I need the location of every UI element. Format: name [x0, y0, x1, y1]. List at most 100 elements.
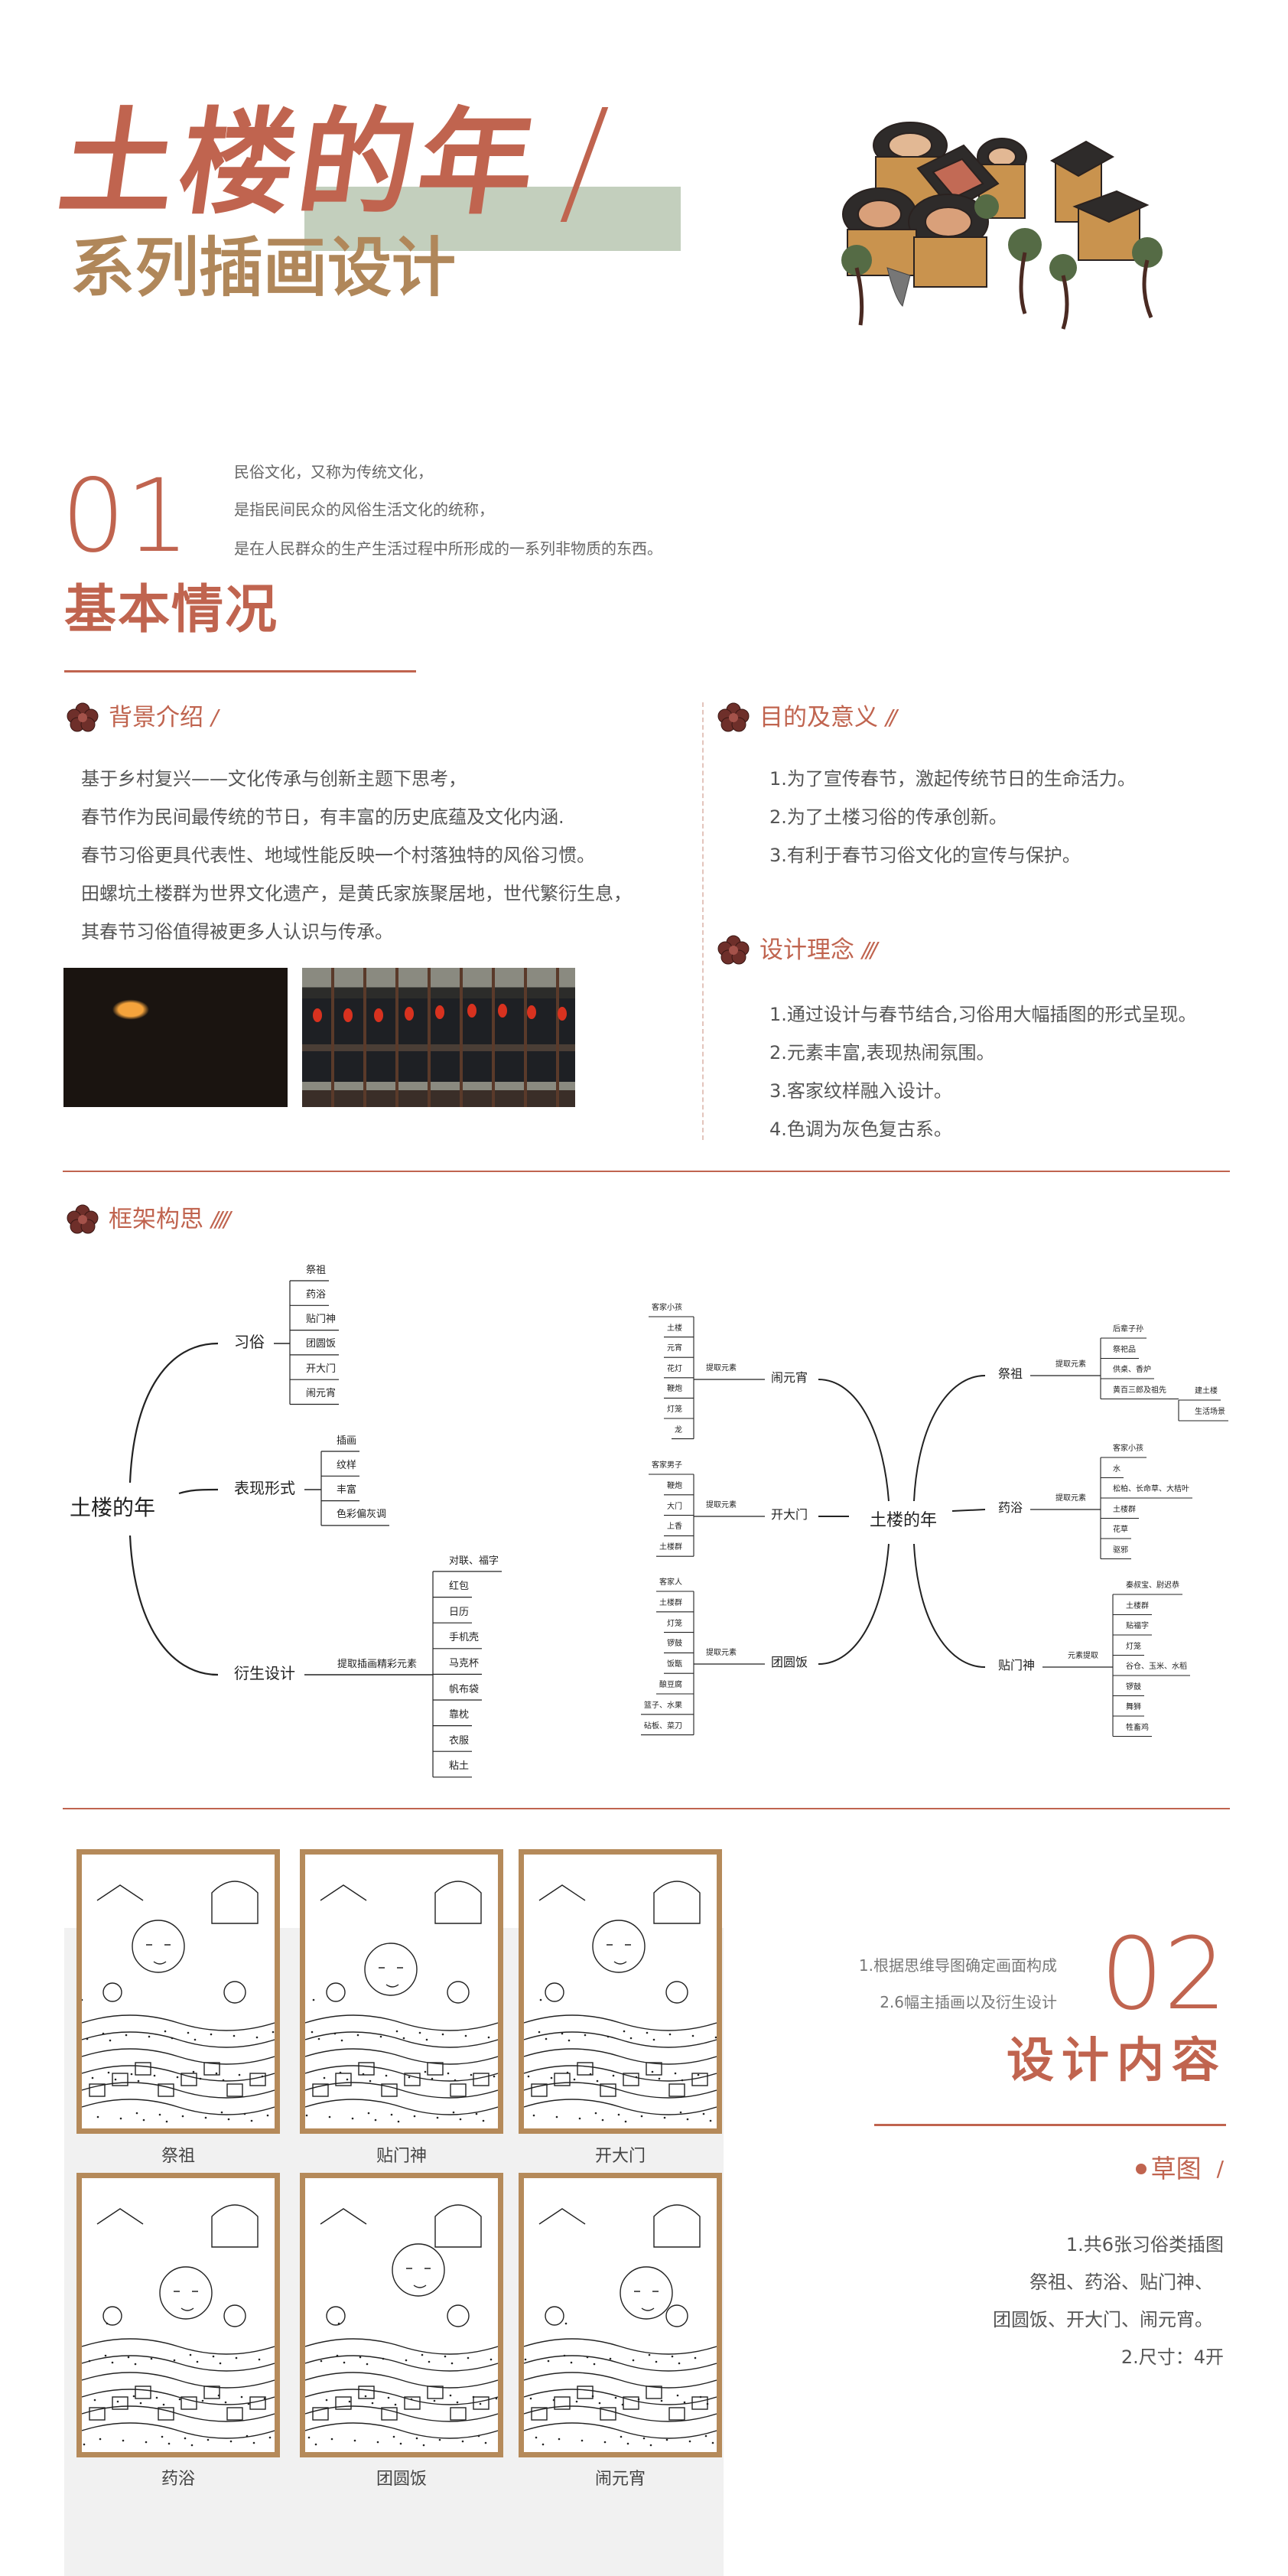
mindmap-leaf: 手机壳 [449, 1632, 480, 1644]
section-divider [63, 1171, 1230, 1172]
framework-heading: 框架构思 //// [64, 1201, 231, 1238]
mindmap-leaf: 祭祖 [306, 1264, 327, 1276]
mindmap-leaf: 谷仓、玉米、水稻 [1126, 1663, 1187, 1671]
mindmap-leaf: 丰富 [337, 1484, 357, 1496]
list-item: 1.为了宣传春节，激起传统节日的生命活力。 [769, 768, 1136, 790]
text-line: 1.共6张习俗类插图 [1065, 2234, 1224, 2255]
illustration-caption: 团圆饭 [376, 2470, 427, 2489]
lantern-decoration [313, 1004, 567, 1022]
bullet-dot-icon [1135, 2164, 1147, 2174]
mindmap-leaf: 闹元宵 [306, 1388, 337, 1399]
mindmap-leaf: 舞狮 [1126, 1703, 1141, 1711]
line-art-image [524, 1881, 717, 2123]
heading-mark: // [886, 705, 897, 730]
text-line: 团圆饭、开大门、闹元宵。 [993, 2309, 1213, 2330]
mindmap-leaf: 水 [1113, 1464, 1120, 1474]
mindmap-leaf: 团圆饭 [306, 1338, 337, 1350]
mindmap-connector [818, 1543, 890, 1665]
mindmap-leaf: 色彩偏灰调 [337, 1509, 387, 1521]
mindmap-leaf: 土楼群 [659, 1543, 682, 1552]
mindmap-leaf: 土楼群 [1126, 1601, 1149, 1610]
mindmap-leaf: 龙 [675, 1425, 682, 1435]
mindmap-leaf: 饭甑 [667, 1660, 682, 1669]
mindmap-leaf: 酿豆腐 [659, 1681, 682, 1689]
section-number: 01 [61, 458, 190, 575]
mindmap-leaf: 粘土 [449, 1760, 470, 1773]
column-divider [702, 702, 704, 1140]
list-item: 4.色调为灰色复古系。 [769, 1119, 952, 1140]
illustration-caption: 贴门神 [376, 2147, 427, 2166]
mindmap-leaf: 客家人 [659, 1578, 682, 1587]
mindmap-connector [951, 1509, 986, 1512]
section-title: 设计内容 [1006, 2032, 1227, 2088]
illustration-3[interactable] [519, 1849, 722, 2134]
mindmap-leaf: 插画 [337, 1435, 357, 1447]
mindmap-leaf: 帆布袋 [449, 1683, 480, 1695]
heading-text: 草图 [1150, 2154, 1202, 2184]
mindmap-branch: 习俗 [234, 1333, 265, 1351]
background-text: 基于乡村复兴——文化传承与创新主题下思考， 春节作为民间最传统的节日，有丰富的历… [81, 760, 632, 951]
mindmap-leaf: 上香 [667, 1522, 682, 1532]
section2-intro-line: 2.6幅主插画以及衍生设计 [880, 1993, 1057, 2011]
list-item: 2.元素丰富,表现热闹氛围。 [769, 1042, 995, 1063]
mindmap-leaf: 土楼群 [1113, 1505, 1136, 1514]
mindmap-leaf: 贴福字 [1126, 1622, 1149, 1630]
sketch-heading: 草图 / [1135, 2154, 1224, 2184]
list-item: 2.为了土楼习俗的传承创新。 [769, 806, 1007, 828]
mindmap-connector [178, 1488, 219, 1495]
illustration-6[interactable] [519, 2173, 722, 2457]
mindmap-connector [128, 1342, 219, 1483]
mindmap-branch: 贴门神 [998, 1658, 1036, 1672]
mindmap-leaf: 衣服 [449, 1734, 470, 1747]
text-line: 2.尺寸：4开 [1120, 2346, 1224, 2368]
purpose-list: 1.为了宣传春节，激起传统节日的生命活力。 2.为了土楼习俗的传承创新。 3.有… [769, 760, 1136, 874]
heading-mark: / [211, 705, 219, 730]
mindmap-connector-label: 元素提取 [1068, 1652, 1098, 1660]
mindmap-connector-label: 提取元素 [706, 1649, 737, 1657]
mindmap-leaf: 贴门神 [306, 1314, 337, 1326]
mindmap-leaf: 客家小孩 [652, 1304, 682, 1312]
section2-intro-line: 1.根据思维导图确定画面构成 [858, 1956, 1057, 1975]
section-divider [874, 2124, 1226, 2126]
flower-icon [715, 932, 752, 969]
mindmap-leaf: 生活场景 [1195, 1408, 1225, 1416]
mindmap-leaf: 灯笼 [1126, 1642, 1141, 1651]
tulou-courtyard-photo [302, 968, 575, 1107]
heading-text: 设计理念 [759, 936, 854, 964]
mindmap-branch: 药浴 [998, 1500, 1023, 1515]
mindmap-leaf: 秦叔宝、尉迟恭 [1126, 1581, 1179, 1590]
illustration-5[interactable] [300, 2173, 503, 2457]
mindmap-leaf: 客家小孩 [1113, 1444, 1143, 1453]
list-item: 3.客家纹样融入设计。 [769, 1080, 952, 1102]
line-art-image [82, 1881, 275, 2123]
mindmap-leaf: 松柏、长命草、大桔叶 [1113, 1485, 1189, 1493]
mindmap-leaf: 锣鼓 [667, 1640, 682, 1649]
mindmap-branch: 表现形式 [234, 1479, 295, 1497]
mindmap-connector-label: 提取元素 [1055, 1360, 1086, 1369]
mindmap-leaf: 黄百三郎及祖先 [1113, 1386, 1166, 1395]
mindmap-connector-label: 提取元素 [706, 1501, 737, 1509]
illustration-caption: 祭祖 [161, 2147, 195, 2166]
text-line: 其春节习俗值得被更多人认识与传承。 [81, 921, 393, 943]
mindmap-leaf: 驱邪 [1113, 1545, 1128, 1555]
text-line: 春节习俗更具代表性、地域性能反映一个村落独特的风俗习惯。 [81, 845, 595, 866]
line-art-image [305, 1881, 498, 2123]
mindmap-leaf: 砧板、菜刀 [644, 1721, 682, 1731]
illustration-2[interactable] [300, 1849, 503, 2134]
illustration-1[interactable] [76, 1849, 280, 2134]
text-line: 田螺坑土楼群为世界文化遗产，是黄氏家族聚居地，世代繁衍生息， [81, 883, 632, 904]
mindmap-leaf: 靠枕 [449, 1709, 470, 1721]
mindmap-leaf: 纹样 [337, 1459, 357, 1471]
flower-icon [715, 699, 752, 736]
mindmap-leaf: 花灯 [667, 1364, 682, 1373]
intro-line: 民俗文化，又称为传统文化， [234, 463, 433, 481]
mindmap-connector-label: 提取元素 [1055, 1494, 1086, 1503]
section-title: 基本情况 [64, 580, 279, 640]
mindmap-leaf: 鞭炮 [667, 1481, 682, 1490]
illustration-4[interactable] [76, 2173, 280, 2457]
mindmap-leaf: 客家男子 [652, 1461, 682, 1470]
heading-text: 目的及意义 [759, 704, 878, 731]
heading-text: 框架构思 [109, 1206, 203, 1233]
mindmap-leaf: 供桌、香炉 [1113, 1366, 1151, 1374]
mindmap-leaf: 日历 [449, 1606, 470, 1618]
